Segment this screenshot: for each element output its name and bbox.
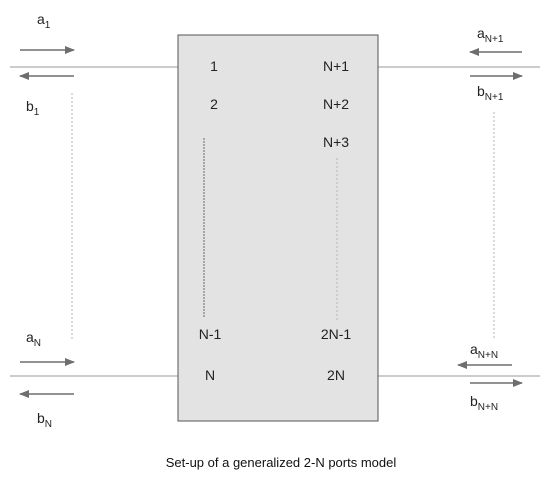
label-bN: bN xyxy=(37,410,52,430)
label-bN1: bN+1 xyxy=(477,83,504,103)
network-box xyxy=(177,34,379,422)
label-a1: a1 xyxy=(37,11,51,31)
label-aN: aN xyxy=(26,329,41,349)
port-label-2n: 2N xyxy=(327,367,345,383)
label-b1: b1 xyxy=(26,98,40,118)
label-bNN: bN+N xyxy=(470,393,498,413)
diagram-caption: Set-up of a generalized 2-N ports model xyxy=(166,455,397,470)
port-label-n-1: N-1 xyxy=(199,326,222,342)
label-aNN: aN+N xyxy=(470,341,498,361)
label-aN1: aN+1 xyxy=(477,25,504,45)
port-label-2: 2 xyxy=(210,96,218,112)
port-label-n: N xyxy=(205,367,215,383)
port-label-n+3: N+3 xyxy=(323,134,349,150)
port-label-n+2: N+2 xyxy=(323,96,349,112)
port-label-2n-1: 2N-1 xyxy=(321,326,352,342)
port-label-1: 1 xyxy=(210,58,218,74)
port-label-n+1: N+1 xyxy=(323,58,349,74)
